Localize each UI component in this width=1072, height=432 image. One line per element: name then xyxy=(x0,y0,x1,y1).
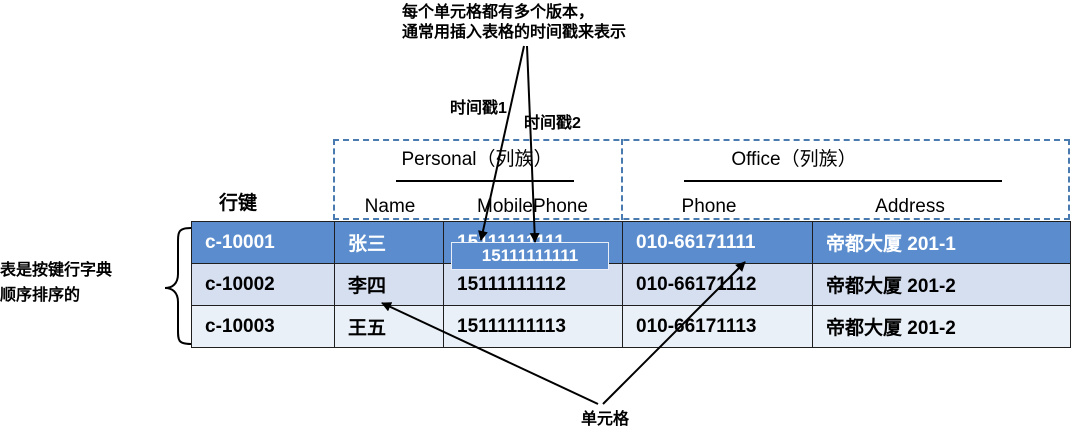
row-key-label: 行键 xyxy=(219,193,258,214)
office-underline xyxy=(684,180,1002,182)
data-table: c-10001 张三 15111111111 010-66171111 帝都大厦… xyxy=(191,221,1071,348)
timestamp2-label: 时间戳2 xyxy=(524,115,581,132)
stacked-version-cell: 15111111111 xyxy=(451,242,609,270)
name-cell: 李四 xyxy=(334,263,444,306)
phone-cell: 010-66171112 xyxy=(622,263,813,306)
column-family-divider xyxy=(621,139,623,220)
column-name-header: Name xyxy=(364,196,416,217)
row-key-cell: c-10003 xyxy=(191,305,335,348)
cell-label: 单元格 xyxy=(581,411,630,428)
version-note-line1: 每个单元格都有多个版本， xyxy=(402,4,595,21)
column-family-office: Office（列族） xyxy=(731,149,857,170)
mobile-cell: 15111111113 xyxy=(443,305,623,348)
phone-cell: 010-66171111 xyxy=(622,221,813,264)
row-key-cell: c-10002 xyxy=(191,263,335,306)
timestamp1-label: 时间戳1 xyxy=(450,100,507,117)
column-mobilephone-header: MobilePhone xyxy=(477,196,588,217)
arrow-timestamp2 xyxy=(526,45,540,243)
table-row: c-10003 王五 15111111113 010-66171113 帝都大厦… xyxy=(191,305,1071,348)
address-cell: 帝都大厦 201-2 xyxy=(812,305,1071,348)
phone-cell: 010-66171113 xyxy=(622,305,813,348)
column-family-personal: Personal（列族） xyxy=(401,149,553,170)
version-note-line2: 通常用插入表格的时间戳来表示 xyxy=(402,24,627,41)
personal-underline xyxy=(396,180,574,182)
address-cell: 帝都大厦 201-2 xyxy=(812,263,1071,306)
arrow-cell-phone xyxy=(602,261,746,405)
sorted-note-line2: 顺序排序的 xyxy=(0,287,81,304)
sorted-note-line1: 表是按键行字典 xyxy=(0,262,113,279)
row-brace xyxy=(164,227,192,345)
table-row: c-10002 李四 15111111112 010-66171112 帝都大厦… xyxy=(191,263,1071,306)
column-phone-header: Phone xyxy=(681,196,737,217)
column-address-header: Address xyxy=(875,196,945,217)
arrow-timestamp1 xyxy=(478,45,525,241)
column-family-box xyxy=(333,139,1070,220)
address-cell: 帝都大厦 201-1 xyxy=(812,221,1071,264)
arrow-cell-name xyxy=(381,302,599,405)
